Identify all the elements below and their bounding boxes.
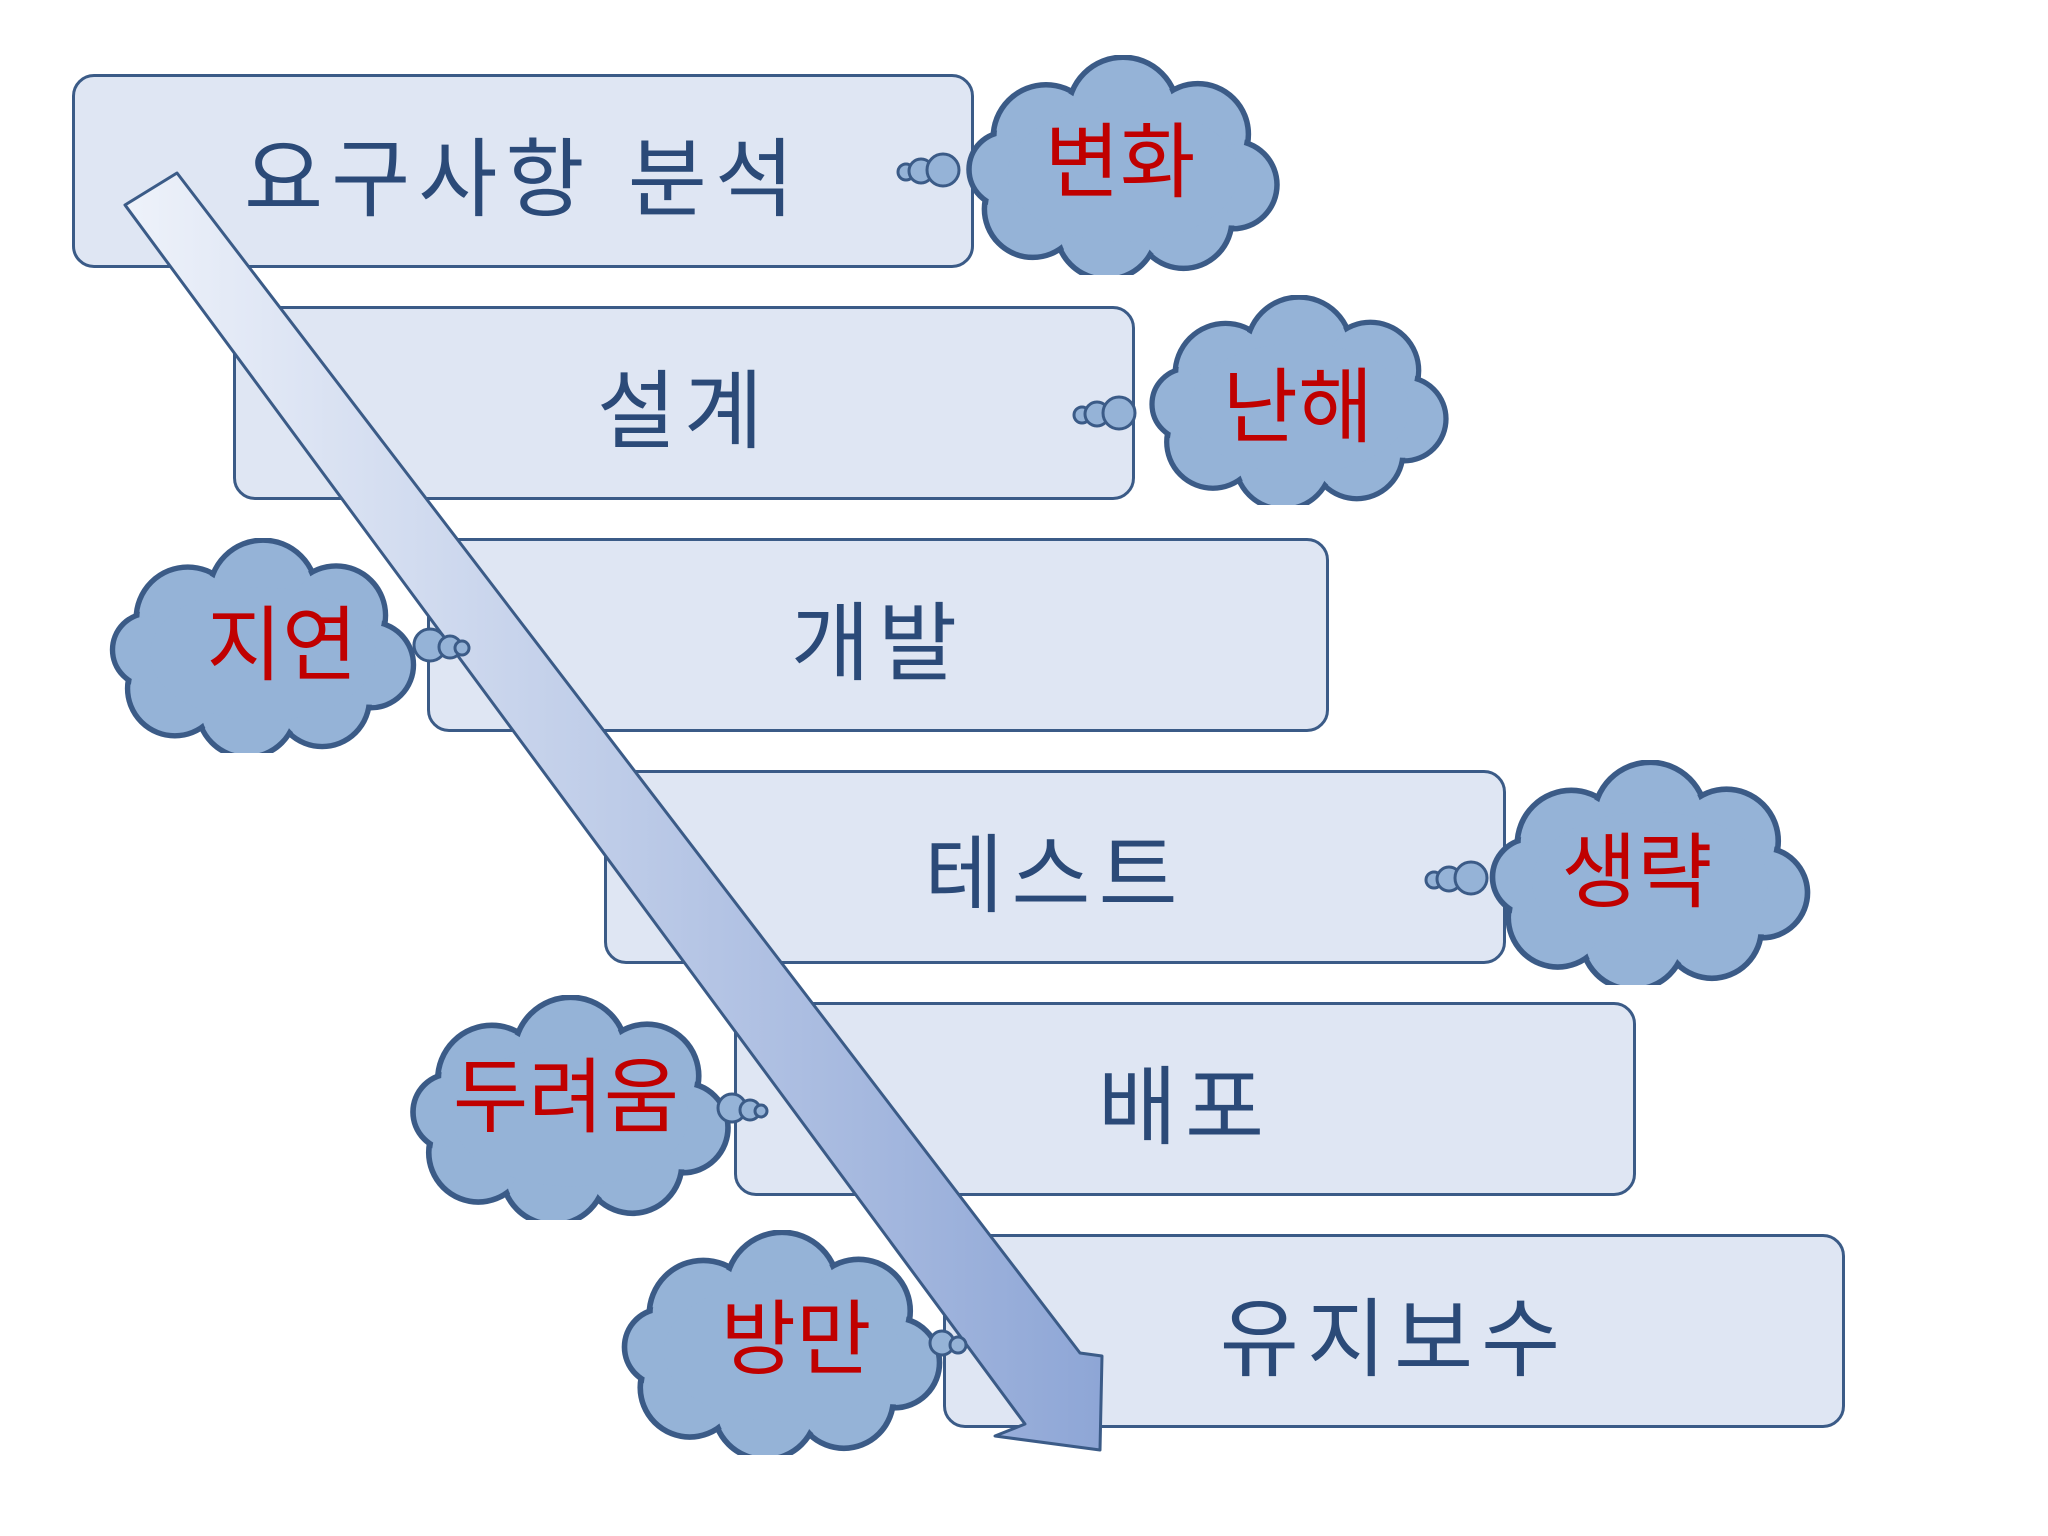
cloud-label-fear: 두려움 bbox=[452, 1050, 680, 1146]
cloud-delay bbox=[113, 540, 471, 757]
step-design: 설계 bbox=[233, 306, 1135, 500]
cloud-label-delay: 지연 bbox=[206, 598, 358, 694]
step-label: 요구사항 분석 bbox=[243, 129, 803, 230]
cloud-laxity bbox=[625, 1232, 968, 1459]
cloud-label-change: 변화 bbox=[1044, 115, 1196, 211]
cloud-label-difficult: 난해 bbox=[1222, 360, 1374, 456]
cloud-label-omission: 생략 bbox=[1561, 825, 1713, 921]
step-label: 설계 bbox=[596, 361, 772, 462]
step-label: 개발 bbox=[790, 593, 966, 694]
step-label: 유지보수 bbox=[1219, 1289, 1569, 1390]
cloud-label-laxity: 방만 bbox=[720, 1292, 872, 1388]
step-label: 테스트 bbox=[924, 825, 1186, 926]
cloud-change bbox=[896, 57, 1277, 279]
step-label: 배포 bbox=[1097, 1057, 1273, 1158]
cloud-omission bbox=[1424, 762, 1808, 989]
cloud-fear bbox=[413, 997, 769, 1224]
cloud-difficult bbox=[1072, 297, 1446, 509]
diagonal-arrow bbox=[123, 171, 1104, 1452]
